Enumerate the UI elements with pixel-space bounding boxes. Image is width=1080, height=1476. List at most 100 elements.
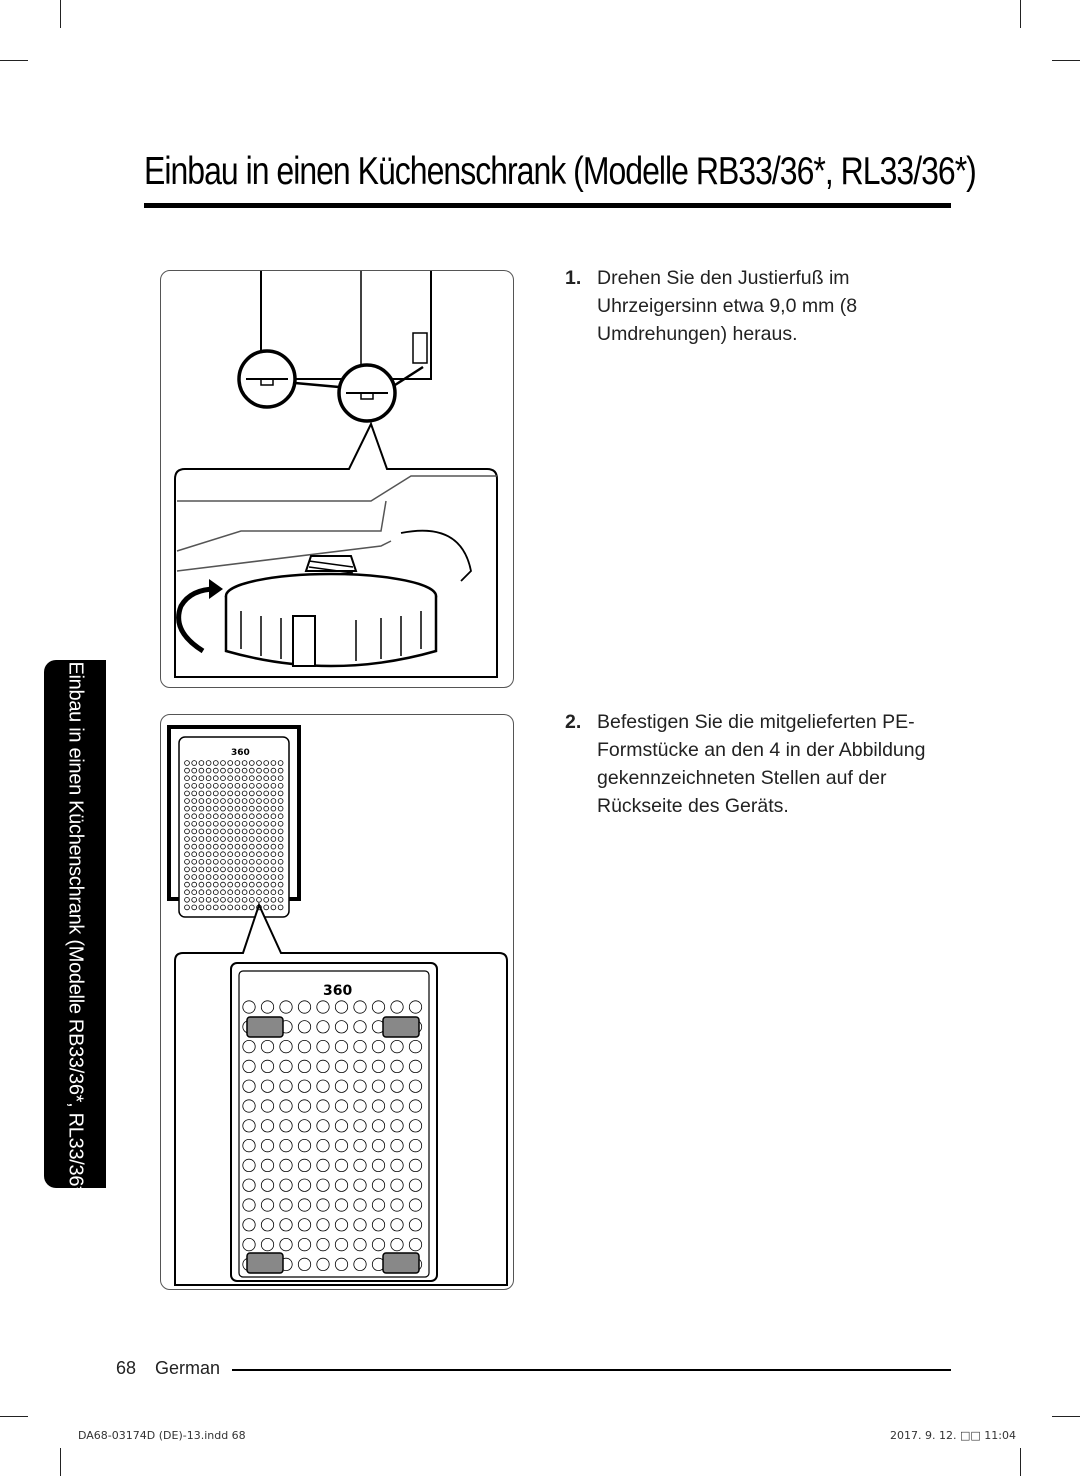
panel-hole [227, 881, 233, 888]
panel-hole [390, 1198, 404, 1212]
panel-hole [227, 790, 233, 797]
panel-hole [256, 836, 262, 842]
panel-hole [353, 1000, 367, 1014]
spacer-pad [246, 1252, 284, 1274]
panel-hole [220, 790, 226, 797]
panel-hole [249, 775, 255, 781]
panel-hole [227, 767, 233, 774]
panel-hole [198, 790, 205, 797]
panel-hole [184, 767, 190, 774]
panel-hole [242, 1119, 256, 1133]
panel-hole [256, 821, 262, 827]
panel-hole [220, 836, 226, 842]
panel-hole [205, 767, 212, 774]
page-number: 68 [116, 1358, 137, 1378]
panel-hole [191, 874, 198, 880]
panel-hole [279, 1237, 293, 1252]
panel-hole [256, 851, 262, 858]
print-date: 2017. 9. 12. □□ 11:04 [890, 1429, 1016, 1442]
panel-hole [212, 897, 219, 903]
panel-hole [277, 881, 284, 888]
panel-hole [220, 783, 226, 789]
panel-hole [297, 1237, 312, 1252]
panel-hole [408, 1000, 423, 1014]
panel-hole [297, 1138, 312, 1153]
panel-hole [220, 881, 226, 888]
panel-hole [334, 1039, 349, 1054]
panel-hole [234, 889, 241, 896]
panel-hole [297, 1039, 312, 1054]
panel-hole [334, 1257, 349, 1272]
panel-hole [249, 760, 255, 766]
figure-adjust-foot [160, 270, 514, 688]
panel-hole [263, 798, 269, 804]
panel-hole [277, 836, 284, 842]
panel-hole [241, 828, 248, 835]
panel-hole [371, 1218, 386, 1232]
panel-hole [191, 790, 198, 797]
crop-mark [1020, 0, 1021, 28]
panel-hole [263, 881, 269, 888]
crop-mark [0, 60, 28, 61]
panel-hole [212, 874, 219, 880]
panel-hole [184, 790, 190, 797]
panel-hole [220, 904, 226, 911]
panel-hole [212, 859, 219, 865]
panel-hole [249, 767, 255, 774]
panel-hole [205, 813, 212, 819]
panel-hole [241, 836, 248, 842]
panel-hole [390, 1039, 404, 1054]
panel-hole [184, 866, 190, 873]
panel-hole [256, 805, 262, 812]
panel-hole [279, 1059, 293, 1073]
panel-hole [234, 805, 241, 812]
panel-hole [234, 851, 241, 858]
panel-hole [353, 1020, 367, 1034]
panel-hole [390, 1059, 404, 1073]
panel-hole [212, 889, 219, 896]
panel-hole [316, 1059, 330, 1073]
panel-hole [249, 859, 255, 865]
panel-hole [316, 1119, 330, 1133]
panel-hole [334, 1198, 349, 1212]
panel-hole [371, 1059, 386, 1073]
panel-hole [234, 904, 241, 911]
panel-hole [270, 851, 277, 858]
panel-hole [256, 775, 262, 781]
panel-hole [408, 1158, 423, 1172]
panel-hole [270, 767, 277, 774]
step-number: 2. [565, 711, 582, 733]
panel-hole [212, 760, 219, 766]
panel-hole [220, 767, 226, 774]
panel-hole [184, 843, 190, 850]
panel-hole [234, 760, 241, 766]
panel-hole [263, 874, 269, 880]
panel-hole [184, 897, 190, 903]
panel-hole [270, 836, 277, 842]
panel-hole [277, 904, 284, 911]
panel-hole [390, 1119, 404, 1133]
panel-hole [198, 798, 205, 804]
panel-hole [256, 813, 262, 819]
panel-hole [263, 821, 269, 827]
panel-hole [198, 836, 205, 842]
panel-hole [198, 775, 205, 781]
file-info: DA68-03174D (DE)-13.indd 68 [78, 1429, 246, 1442]
panel-hole [297, 1020, 312, 1034]
panel-hole [212, 866, 219, 873]
crop-mark [1052, 1416, 1080, 1417]
panel-hole [227, 783, 233, 789]
panel-hole [256, 874, 262, 880]
panel-hole [234, 767, 241, 774]
panel-hole [277, 798, 284, 804]
panel-hole [270, 775, 277, 781]
panel-hole [234, 783, 241, 789]
panel-hole [277, 859, 284, 865]
panel-hole [263, 767, 269, 774]
panel-hole [353, 1039, 367, 1054]
panel-hole [408, 1138, 423, 1153]
panel-hole [220, 843, 226, 850]
panel-hole [249, 889, 255, 896]
panel-hole [316, 1039, 330, 1054]
panel-hole [260, 1059, 275, 1073]
